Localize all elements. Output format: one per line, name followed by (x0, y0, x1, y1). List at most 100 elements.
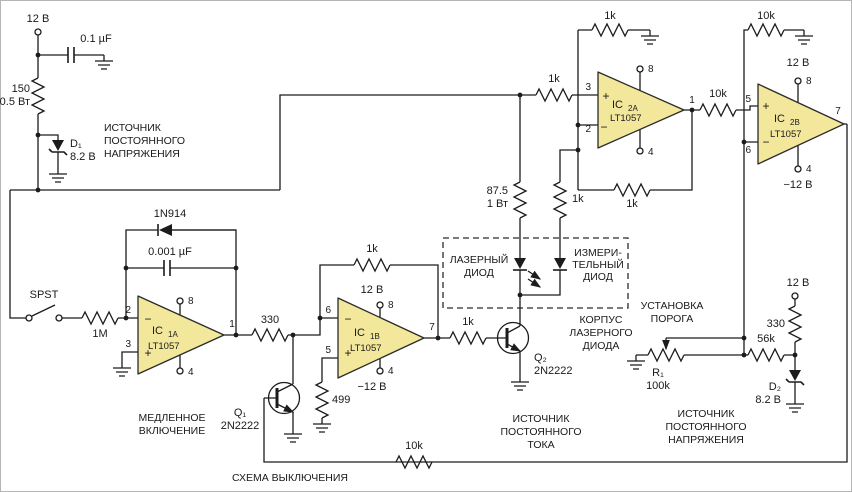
ic1a-pin4-label: 4 (188, 367, 194, 378)
housing-caption: КОРПУС (580, 314, 623, 326)
ic1b-plus-sign: + (344, 346, 351, 360)
ic2b-pin4-label: 4 (806, 164, 812, 175)
resistor-1k-feedback-ic1b (353, 258, 391, 272)
spst-label: SPST (30, 289, 59, 301)
d1-voltage-label: 8.2 В (70, 151, 96, 163)
zener-d2 (785, 370, 805, 386)
photodiode-icon (553, 258, 567, 271)
q1-name-label: Q₁ (234, 407, 247, 419)
laser-diode-caption: ЛАЗЕРНЫЙ (450, 253, 509, 266)
resistor-10k-shutdown (395, 455, 433, 469)
ground-icon (785, 397, 805, 413)
capacitor-0p1uf (67, 47, 75, 63)
ic1b-pin6-label: 6 (325, 305, 331, 316)
ic2b-pin7-label: 7 (835, 106, 841, 117)
cap-0p1uf-label: 0.1 µF (80, 33, 112, 45)
ic1a-pin1-label: 1 (229, 319, 235, 330)
supply-terminal (791, 292, 799, 300)
resistor-56k (747, 348, 785, 362)
ic2a-pin3-label: 3 (585, 82, 591, 93)
resistor-10k-stage (699, 103, 737, 117)
ic2a-pin2-label: 2 (585, 124, 591, 135)
ic1b-name-label: IC (354, 327, 365, 339)
ic2b-sub-label: 2B (790, 118, 800, 127)
pin-terminal (636, 65, 644, 73)
q2-part-label: 2N2222 (534, 365, 573, 377)
ic2a-sub-label: 2A (628, 104, 638, 113)
ic1a-pin8-label: 8 (188, 296, 194, 307)
resistor-1k-feedback-ic1b-label: 1k (366, 243, 378, 255)
pin-terminal (794, 77, 802, 85)
left-supply-caption: ПОСТОЯННОГО (104, 135, 185, 147)
ic1a-minus-sign: − (144, 312, 151, 326)
ground-icon (112, 361, 132, 377)
resistor-1k-reference-label: 1k (548, 73, 560, 85)
photodiode-caption: ДИОД (583, 271, 613, 283)
spst-switch (25, 304, 63, 322)
ic2b-pin6-label: 6 (745, 145, 751, 156)
ic1b-vplus-label: 12 В (361, 284, 384, 296)
resistor-1k-photodiode-label: 1k (572, 193, 584, 205)
resistor-150 (31, 77, 45, 115)
ic2a-pin1-label: 1 (689, 95, 695, 106)
resistor-87p5-label: 87.5 (487, 185, 508, 197)
ic2b-vminus-label: −12 В (783, 179, 812, 191)
q1-part-label: 2N2222 (221, 420, 260, 432)
laser-housing-box (442, 237, 629, 309)
q2-name-label: Q₂ (534, 352, 547, 364)
shutdown-caption: СХЕМА ВЫКЛЮЧЕНИЯ (232, 472, 348, 484)
current-source-caption: ИСТОЧНИК (513, 413, 571, 425)
ic2a-pin4-label: 4 (648, 147, 654, 158)
resistor-10k-shutdown-label: 10k (405, 440, 423, 452)
d2-name-label: D₂ (769, 381, 781, 393)
ic2b-pin8-label: 8 (806, 76, 812, 87)
ic2a-pin8-label: 8 (648, 64, 654, 75)
r1-name-label: R₁ (652, 367, 664, 379)
pin-terminal (376, 301, 384, 309)
resistor-56k-label: 56k (757, 333, 775, 345)
ic1a-sub-label: 1A (168, 330, 178, 339)
supply-terminal (34, 28, 42, 36)
ic2a-plus-sign: + (602, 89, 609, 103)
slow-start-caption: МЕДЛЕННОЕ (138, 412, 205, 424)
diode-1n914-label: 1N914 (154, 208, 186, 220)
pin-terminal (176, 297, 184, 305)
pin-terminal (176, 367, 184, 375)
diode-1n914 (157, 224, 236, 236)
ic2b-minus-sign: − (762, 135, 769, 149)
resistor-330-label: 330 (261, 314, 279, 326)
ic1b-pin8-label: 8 (388, 300, 394, 311)
ic2a-part-label: LT1057 (610, 113, 642, 124)
ic1b-sub-label: 1B (370, 332, 380, 341)
ic2b-vplus-label: 12 В (787, 57, 810, 69)
resistor-499 (315, 381, 329, 419)
opamp-ic1b (337, 297, 425, 379)
resistor-1m (81, 311, 119, 325)
resistor-330b-label: 330 (767, 318, 785, 330)
laser-diode-caption: ДИОД (464, 267, 494, 279)
ic1b-part-label: LT1057 (350, 343, 382, 354)
opamp-ic1a (137, 295, 225, 375)
resistor-1k-feedback-ic2a (613, 183, 651, 197)
ic1b-pin4-label: 4 (388, 366, 394, 377)
capacitor-0p001uf (163, 260, 171, 276)
ic1b-pin5-label: 5 (325, 345, 331, 356)
ic2b-name-label: IC (774, 113, 785, 125)
resistor-87p5-power-label: 1 Вт (487, 198, 508, 210)
resistor-499-label: 499 (332, 394, 350, 406)
d2-voltage-label: 8.2 В (755, 394, 781, 406)
resistor-1k-gain-top (591, 23, 629, 37)
threshold-caption: ПОРОГА (651, 313, 694, 325)
resistor-150-label: 150 (12, 83, 30, 95)
ic1a-pin2-label: 2 (125, 305, 131, 316)
resistor-10k-gain-label: 10k (757, 10, 775, 22)
slow-start-caption: ВКЛЮЧЕНИЕ (139, 425, 205, 437)
ground-icon (283, 427, 303, 443)
ic2a-minus-sign: − (600, 120, 607, 134)
pin-terminal (636, 147, 644, 155)
ic1a-part-label: LT1057 (148, 341, 180, 352)
resistor-1k-base-label: 1k (462, 316, 474, 328)
cap-0p001uf-label: 0.001 µF (148, 246, 192, 258)
ground-icons (48, 29, 814, 443)
